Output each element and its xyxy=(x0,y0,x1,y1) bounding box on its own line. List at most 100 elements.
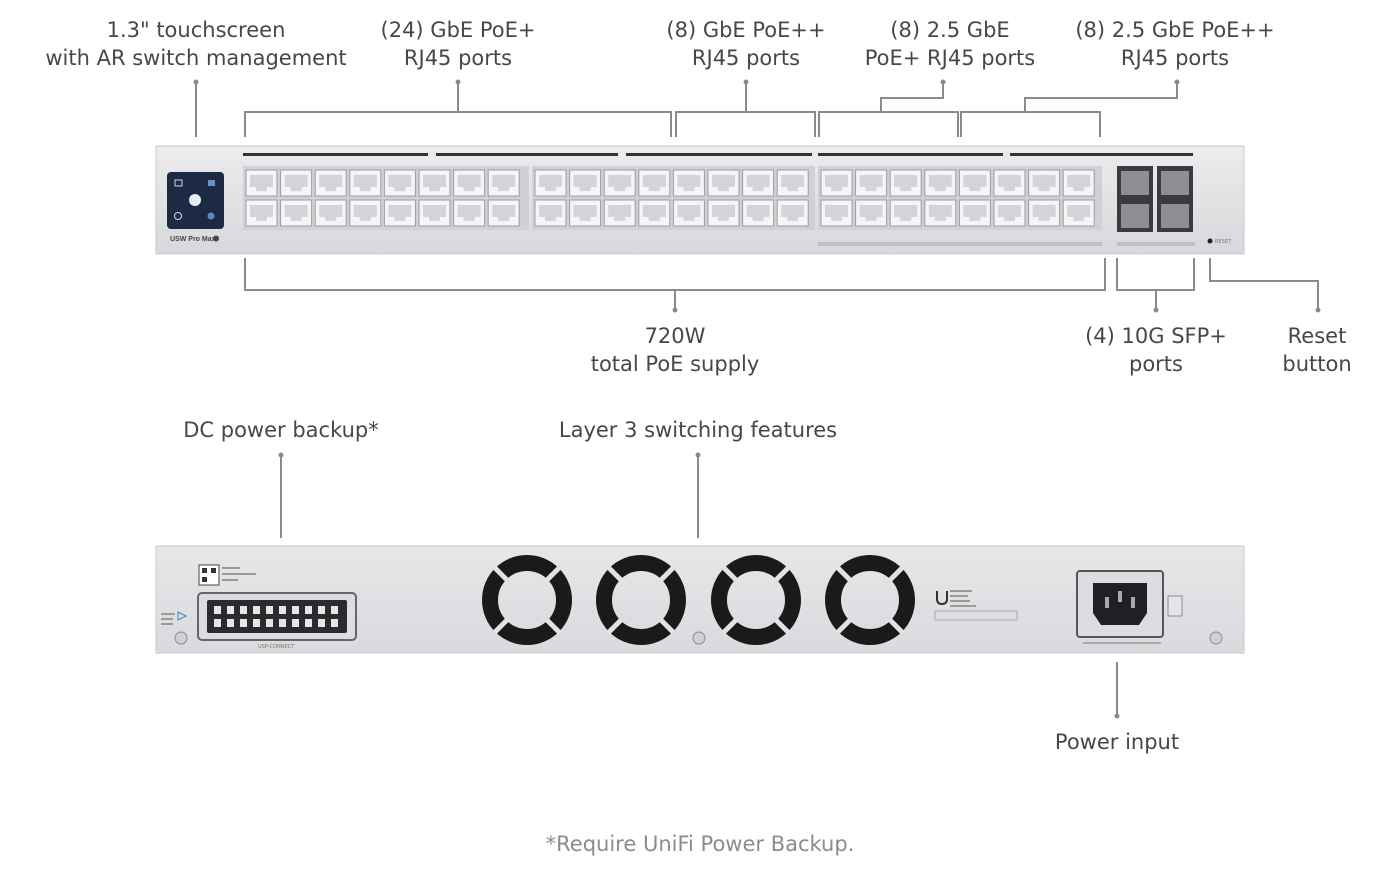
dc-pin xyxy=(253,619,260,627)
screw-icon xyxy=(1209,631,1223,645)
plus-badge-icon xyxy=(213,235,219,242)
port-jack xyxy=(1067,205,1091,221)
gbe-poe-plus-label: (24) GbE PoE+ RJ45 ports xyxy=(380,18,536,70)
dc-pin xyxy=(279,619,286,627)
dc-pin xyxy=(240,619,247,627)
port-jack xyxy=(539,175,562,191)
port-jack xyxy=(894,175,918,191)
port-jack xyxy=(998,175,1021,191)
port-jack xyxy=(573,175,597,191)
power-rating-text xyxy=(1083,642,1161,644)
sfp-port[interactable] xyxy=(1161,171,1189,195)
fan-grille xyxy=(491,564,510,583)
reg-text xyxy=(950,600,970,602)
leader-lines-rear xyxy=(278,452,1120,719)
fan-grille xyxy=(658,564,677,583)
sfp-port[interactable] xyxy=(1121,171,1149,195)
dc-pin xyxy=(292,619,299,627)
port-jack xyxy=(457,205,481,221)
dc-pin xyxy=(305,619,312,627)
dc-pin xyxy=(318,619,325,627)
fan-grille xyxy=(773,564,792,583)
port-jack xyxy=(642,175,666,191)
port-jack xyxy=(963,175,987,191)
leader-dot xyxy=(1315,307,1321,313)
fan-icon xyxy=(482,555,572,645)
status-led-icon xyxy=(177,611,188,621)
sfp-ports-label: (4) 10G SFP+ ports xyxy=(1085,324,1227,376)
fan-grille xyxy=(773,617,792,636)
fan-grille xyxy=(887,617,906,636)
led-text xyxy=(161,613,175,615)
port-group-bar xyxy=(1010,153,1193,156)
port-jack xyxy=(388,205,412,221)
bracket-gbe-poe-plus xyxy=(244,82,672,137)
fan-icon xyxy=(596,555,686,645)
sfp-port[interactable] xyxy=(1121,204,1149,228)
fan-icon xyxy=(711,555,801,645)
port-jack xyxy=(250,205,273,221)
port-group-bar xyxy=(818,153,1003,156)
led-text xyxy=(161,618,173,620)
power-pin xyxy=(1118,591,1122,602)
reset-label: Reset button xyxy=(1282,324,1352,376)
ge25-poe-plusplus-label: (8) 2.5 GbE PoE++ RJ45 ports xyxy=(1075,18,1275,70)
fan-grille xyxy=(544,617,563,636)
leader-reset xyxy=(1209,258,1319,310)
regulatory-marks-icon xyxy=(934,610,1018,621)
ubiquiti-logo-icon xyxy=(936,591,948,606)
fan-grille xyxy=(720,564,739,583)
port-jack xyxy=(677,175,701,191)
reg-text xyxy=(950,590,972,592)
port-jack xyxy=(608,175,632,191)
qr-block xyxy=(202,568,207,573)
screen-icon xyxy=(208,180,215,186)
port-group-bar xyxy=(436,153,618,156)
bracket-ge25-poe-plus xyxy=(818,82,959,137)
port-jack xyxy=(319,175,343,191)
dc-connector-socket xyxy=(207,600,347,633)
port-jack xyxy=(284,205,308,221)
dc-pin xyxy=(305,606,312,614)
port-jack xyxy=(353,175,377,191)
fan-grille xyxy=(605,617,624,636)
dc-pin xyxy=(214,619,221,627)
reset-text: RESET xyxy=(1215,239,1232,245)
dc-pin xyxy=(266,619,273,627)
port-jack xyxy=(284,175,308,191)
dc-backup-label: DC power backup* xyxy=(183,418,379,442)
port-jack xyxy=(353,205,377,221)
port-jack xyxy=(712,175,735,191)
port-jack xyxy=(388,175,412,191)
dc-pin xyxy=(331,619,338,627)
dc-pin xyxy=(240,606,247,614)
label-line xyxy=(222,567,240,569)
port-jack xyxy=(1032,205,1056,221)
dc-pin xyxy=(292,606,299,614)
port-jack xyxy=(859,205,883,221)
port-jack xyxy=(746,175,770,191)
fan-grille xyxy=(544,564,563,583)
port-jack xyxy=(712,205,735,221)
label-line xyxy=(222,573,256,575)
bracket-sfp xyxy=(1116,258,1195,310)
fan-grille xyxy=(720,617,739,636)
screen-icon xyxy=(207,212,215,220)
screw-icon xyxy=(692,631,706,645)
bracket-gbe-poe-plusplus xyxy=(675,82,816,137)
cable-clip xyxy=(1167,595,1183,617)
port-jack xyxy=(423,205,446,221)
power-input-label: Power input xyxy=(1054,730,1180,754)
port-jack xyxy=(539,205,562,221)
port-jack xyxy=(492,175,516,191)
port-group-bar xyxy=(1117,242,1195,246)
dc-connector-pins xyxy=(214,606,338,627)
sfp-port[interactable] xyxy=(1161,204,1189,228)
bracket-poe-supply xyxy=(244,258,1106,310)
gbe-poe-plusplus-label: (8) GbE PoE++ RJ45 ports xyxy=(666,18,826,70)
reset-button[interactable] xyxy=(1207,238,1213,244)
fan-grille xyxy=(834,617,853,636)
fan-grille xyxy=(887,564,906,583)
port-jack xyxy=(457,175,481,191)
dc-pin xyxy=(227,606,234,614)
